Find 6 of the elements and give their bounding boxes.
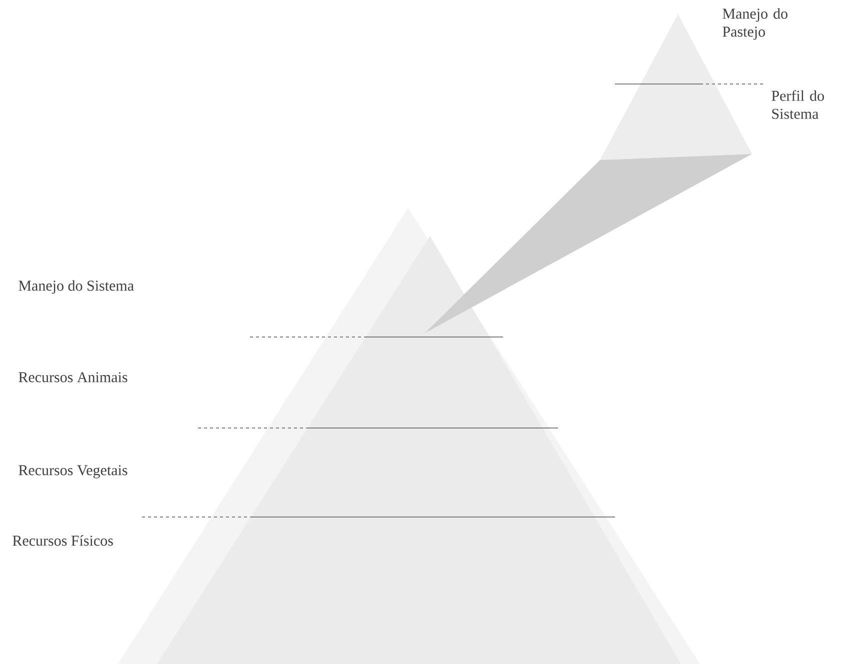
level-label: Recursos Físicos — [12, 535, 113, 546]
level-label: Perfil do Sistema — [772, 90, 824, 119]
level-label: Recursos Vegetais — [18, 465, 128, 478]
level-label: Manejo do Sistema — [18, 280, 134, 294]
level-label: Recursos Animais — [18, 372, 128, 382]
level-label: Manejo do Pastejo — [722, 8, 788, 40]
